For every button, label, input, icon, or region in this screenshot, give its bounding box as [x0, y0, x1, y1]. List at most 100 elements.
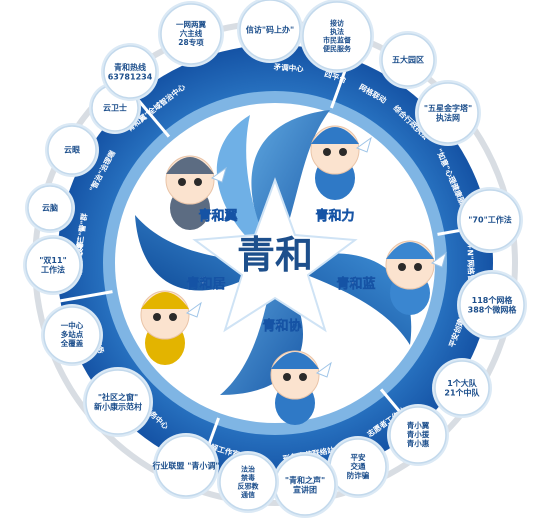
ring-label: 矛调中心	[272, 61, 304, 73]
outer-node-text: "五星金字塔"	[424, 103, 472, 113]
mascot-eye	[339, 148, 347, 156]
mascot-hat	[141, 292, 189, 309]
outer-node-circle	[155, 435, 217, 497]
outer-node-text: 118个网格	[472, 295, 514, 305]
outer-node-text: 63781234	[108, 72, 153, 81]
center-star-shape	[192, 177, 358, 333]
mascot-eye	[283, 373, 291, 381]
mascot-wing	[185, 301, 202, 318]
outer-node-circle	[302, 1, 372, 71]
mascot-wing	[355, 136, 372, 153]
outer-node-text: 通信	[241, 490, 255, 499]
character-label: 青和协	[262, 318, 301, 334]
mascots	[140, 125, 447, 425]
mascot-eye	[194, 178, 202, 186]
outer-node-circle	[47, 125, 97, 175]
mascot-wing	[315, 361, 332, 378]
outer-node-text: 1个大队	[447, 378, 478, 388]
outer-node: 行业联盟 "青小调"	[151, 433, 220, 499]
outer-node-circle	[27, 185, 73, 231]
mascot-eye	[178, 178, 186, 186]
mascot-hat	[271, 352, 319, 369]
mascot-eye	[398, 263, 406, 271]
outer-node-text: 多站点	[61, 329, 84, 339]
outer-node-circle	[459, 189, 521, 251]
outer-node-text: 青小惠	[407, 438, 430, 448]
character-label: 青和翼	[198, 208, 237, 224]
swirl-arm-2	[275, 253, 412, 345]
outer-node-text: 法治	[241, 464, 255, 473]
outer-node: "70"工作法	[457, 187, 523, 253]
outer-node-circle	[160, 3, 222, 65]
mascot	[310, 125, 372, 200]
outer-node-text: 一中心	[61, 320, 84, 330]
outer-node-text: 执法网	[436, 112, 460, 122]
outer-node: "社区之窗"新小康示范村	[83, 367, 153, 437]
outer-node: 云眼	[45, 123, 99, 177]
outer-node: "双11"工作法	[23, 235, 83, 295]
outer-node-circle	[239, 0, 301, 61]
character-label: 青和居	[186, 276, 225, 292]
mascot-hat	[166, 157, 214, 174]
outer-node-text: 青和热线	[114, 62, 146, 72]
center-star	[192, 177, 358, 333]
outer-node-text: 反邪教	[238, 481, 260, 490]
outer-node-circle	[389, 406, 447, 464]
mascot	[140, 290, 202, 365]
mascot-hat	[311, 127, 359, 144]
outer-node: 五大园区	[379, 31, 437, 89]
mascot-eye	[153, 313, 161, 321]
outer-node-text: 平安	[351, 452, 366, 462]
ring-separator	[133, 95, 171, 138]
mascot-hat	[386, 242, 434, 259]
mascot-eye	[323, 148, 331, 156]
outer-node-text: 宣讲团	[293, 484, 317, 494]
outer-node-circle	[417, 82, 479, 144]
outer-node-text: 接访	[330, 18, 344, 27]
character-label: 青和力	[315, 208, 354, 224]
outer-node-text: "70"工作法	[468, 215, 511, 225]
outer-node-text: 便民服务	[323, 44, 352, 53]
outer-node-text: 全覆盖	[60, 338, 84, 348]
mascot-eye	[299, 373, 307, 381]
outer-node-circle	[103, 45, 157, 99]
outer-node: 信访"码上办"	[237, 0, 303, 63]
outer-node-text: 行业联盟 "青小调"	[151, 461, 219, 471]
outer-node-text: "社区之窗"	[98, 392, 138, 402]
swirl-arm-5	[216, 115, 275, 263]
outer-node-text: 388个微网格	[468, 304, 518, 314]
outer-node: "青和之声"宣讲团	[272, 452, 338, 518]
outer-node-text: 工作法	[41, 264, 65, 274]
ring-separator	[60, 290, 113, 303]
outer-node-text: 六主线	[180, 28, 203, 38]
outer-node-text: 云眼	[64, 146, 80, 155]
outer-node-text: 信访"码上办"	[246, 25, 294, 35]
outer-node: 云脑	[25, 183, 75, 233]
outer-node-text: 21个中队	[444, 387, 480, 397]
center-title: 青和	[237, 233, 313, 277]
outer-node-circle	[85, 369, 151, 435]
outer-node-text: 青小翼	[407, 420, 430, 430]
outer-node-text: 禁毒	[240, 473, 255, 482]
outer-node-text: 新小康示范村	[94, 401, 142, 411]
outer-node-circle	[219, 453, 277, 511]
outer-node-text: 一网两翼	[176, 19, 206, 29]
mascot	[270, 350, 332, 425]
outer-node-text: 青小援	[407, 429, 430, 439]
outer-node-text: "青和之声"	[285, 475, 325, 485]
mascot-eye	[414, 263, 422, 271]
character-label: 青和蓝	[336, 276, 375, 292]
outer-node-text: 防诈骗	[347, 470, 370, 480]
